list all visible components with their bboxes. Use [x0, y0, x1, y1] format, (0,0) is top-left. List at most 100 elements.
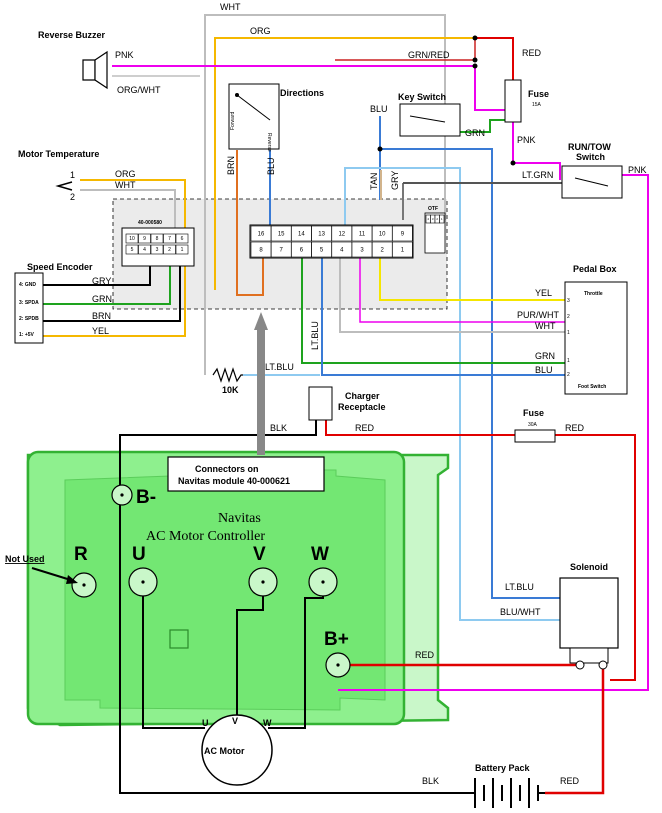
label-pedal-box: Pedal Box	[573, 264, 617, 274]
label-wire-brn-dir: BRN	[226, 156, 236, 175]
label-foot-switch: Foot Switch	[578, 384, 606, 390]
label-wire-wht-pedal: WHT	[535, 321, 556, 331]
label-fuse-15-rating: 15A	[532, 102, 542, 108]
label-throttle-pin-1: 1	[567, 330, 570, 336]
label-wire-lt-blu-vert: LT.BLU	[310, 321, 320, 350]
main-pin-bottom-label: 4	[340, 248, 344, 254]
label-wire-pnk-run: PNK	[628, 165, 647, 175]
label-run-tow-2: Switch	[576, 152, 605, 162]
small-pin-bottom-label: 3	[156, 247, 159, 253]
label-otf: OTF	[428, 206, 438, 212]
label-solenoid: Solenoid	[570, 562, 608, 572]
main-pin-bottom-label: 1	[401, 248, 405, 254]
label-temp-pin-2: 2	[70, 192, 75, 202]
main-pin-top-label: 9	[401, 232, 405, 238]
label-wire-org-temp: ORG	[115, 169, 136, 179]
label-wire-yel-pedal: YEL	[535, 288, 552, 298]
label-temp-pin-1: 1	[70, 170, 75, 180]
small-pin-bottom-cell	[125, 244, 139, 255]
wire-pnk-run	[338, 174, 649, 691]
main-pin-top-label: 16	[258, 232, 265, 238]
charger-receptacle	[308, 386, 333, 421]
small-pin-top-label: 10	[129, 236, 135, 242]
label-u: U	[132, 544, 146, 565]
label-wire-red-fuse30: RED	[565, 423, 585, 433]
label-controller-1: Navitas	[218, 511, 261, 526]
label-motor-v: V	[232, 716, 238, 726]
small-pin-bottom-label: 2	[168, 247, 171, 253]
label-not-used: Not Used	[5, 554, 45, 564]
label-10k: 10K	[222, 385, 239, 395]
wire-gry-enc	[42, 265, 151, 286]
label-wire-blu-dir: BLU	[266, 157, 276, 175]
small-pin-bottom-cell	[150, 244, 164, 255]
label-fuse-15: Fuse	[528, 89, 549, 99]
main-pin-top-label: 14	[298, 232, 305, 238]
wire-wht-top	[204, 14, 446, 375]
ac-motor-icon	[201, 714, 273, 786]
label-charger-1: Charger	[345, 391, 380, 401]
main-pin-bottom-label: 6	[300, 248, 304, 254]
label-wire-grn-red: GRN/RED	[408, 50, 450, 60]
small-pin-top-label: 7	[168, 236, 171, 242]
wire-brn-enc	[42, 265, 181, 322]
label-connectors-1: Connectors on	[195, 464, 259, 474]
main-pin-bottom-label: 2	[381, 248, 385, 254]
main-pin-bottom-cell	[392, 241, 413, 258]
small-pin-bottom-label: 1	[181, 247, 184, 253]
label-wire-pur-wht: PUR/WHT	[517, 310, 559, 320]
label-connectors-2: Navitas module 40-000621	[178, 476, 290, 486]
label-w: W	[311, 544, 329, 565]
wire-phase-u	[142, 582, 205, 729]
main-pin-top-label: 11	[359, 232, 366, 238]
label-wire-red-bplus: RED	[415, 650, 435, 660]
wire-blk-charger	[119, 420, 465, 794]
label-wire-brn-enc: BRN	[92, 311, 111, 321]
small-pin-bottom-cell	[163, 244, 176, 255]
wire-yel-pedal	[379, 258, 565, 301]
label-wire-blu-pedal: BLU	[535, 365, 553, 375]
label-wire-blk-batt: BLK	[422, 776, 439, 786]
label-wire-org-top: ORG	[250, 26, 271, 36]
label-motor-w: W	[263, 718, 272, 728]
main-pin-bottom-label: 8	[259, 248, 263, 254]
label-motor-u: U	[202, 718, 209, 728]
small-pin-top-label: 8	[156, 236, 159, 242]
label-wire-blu-key: BLU	[370, 104, 388, 114]
wire-pnk-buzzer	[112, 65, 505, 111]
arrow-up	[254, 312, 268, 330]
wire-red-batt	[545, 665, 605, 795]
label-wire-wht-top: WHT	[220, 2, 241, 12]
label-charger-2: Receptacle	[338, 402, 386, 412]
label-wire-grn-key: GRN	[465, 128, 485, 138]
main-pin-top-label: 12	[338, 232, 345, 238]
wire-org-temp	[80, 179, 186, 240]
pedal-box	[564, 281, 628, 395]
label-speed-encoder: Speed Encoder	[27, 262, 93, 272]
small-pin-top-cell	[125, 233, 139, 244]
label-wire-wht-temp: WHT	[115, 180, 136, 190]
label-wire-red-charger: RED	[355, 423, 375, 433]
label-wire-gry-enc: GRY	[92, 276, 111, 286]
label-ac-motor: AC Motor	[204, 746, 245, 756]
main-pin-bottom-label: 7	[280, 248, 284, 254]
label-reverse: Reverse	[266, 133, 272, 152]
label-throttle-pin-3: 3	[567, 298, 570, 304]
label-wire-grn-enc: GRN	[92, 294, 112, 304]
small-pin-top-cell	[150, 233, 164, 244]
fuse-30a	[514, 429, 556, 443]
small-pin-top-label: 6	[181, 236, 184, 242]
label-r: R	[74, 544, 88, 565]
wire-pnk-fuse	[512, 110, 561, 180]
wire-red-fuse30	[555, 434, 636, 681]
main-pin-top-label: 10	[379, 232, 386, 238]
wire-yel-enc	[42, 265, 186, 337]
label-throttle: Throttle	[584, 291, 603, 297]
otf-pin-label: 4	[427, 217, 429, 221]
wire-lt-blu-sol	[344, 167, 560, 621]
wire-brn-dir	[236, 150, 264, 296]
label-wire-lt-blu-sol: LT.BLU	[505, 582, 534, 592]
main-pin-top-cell	[392, 225, 413, 242]
